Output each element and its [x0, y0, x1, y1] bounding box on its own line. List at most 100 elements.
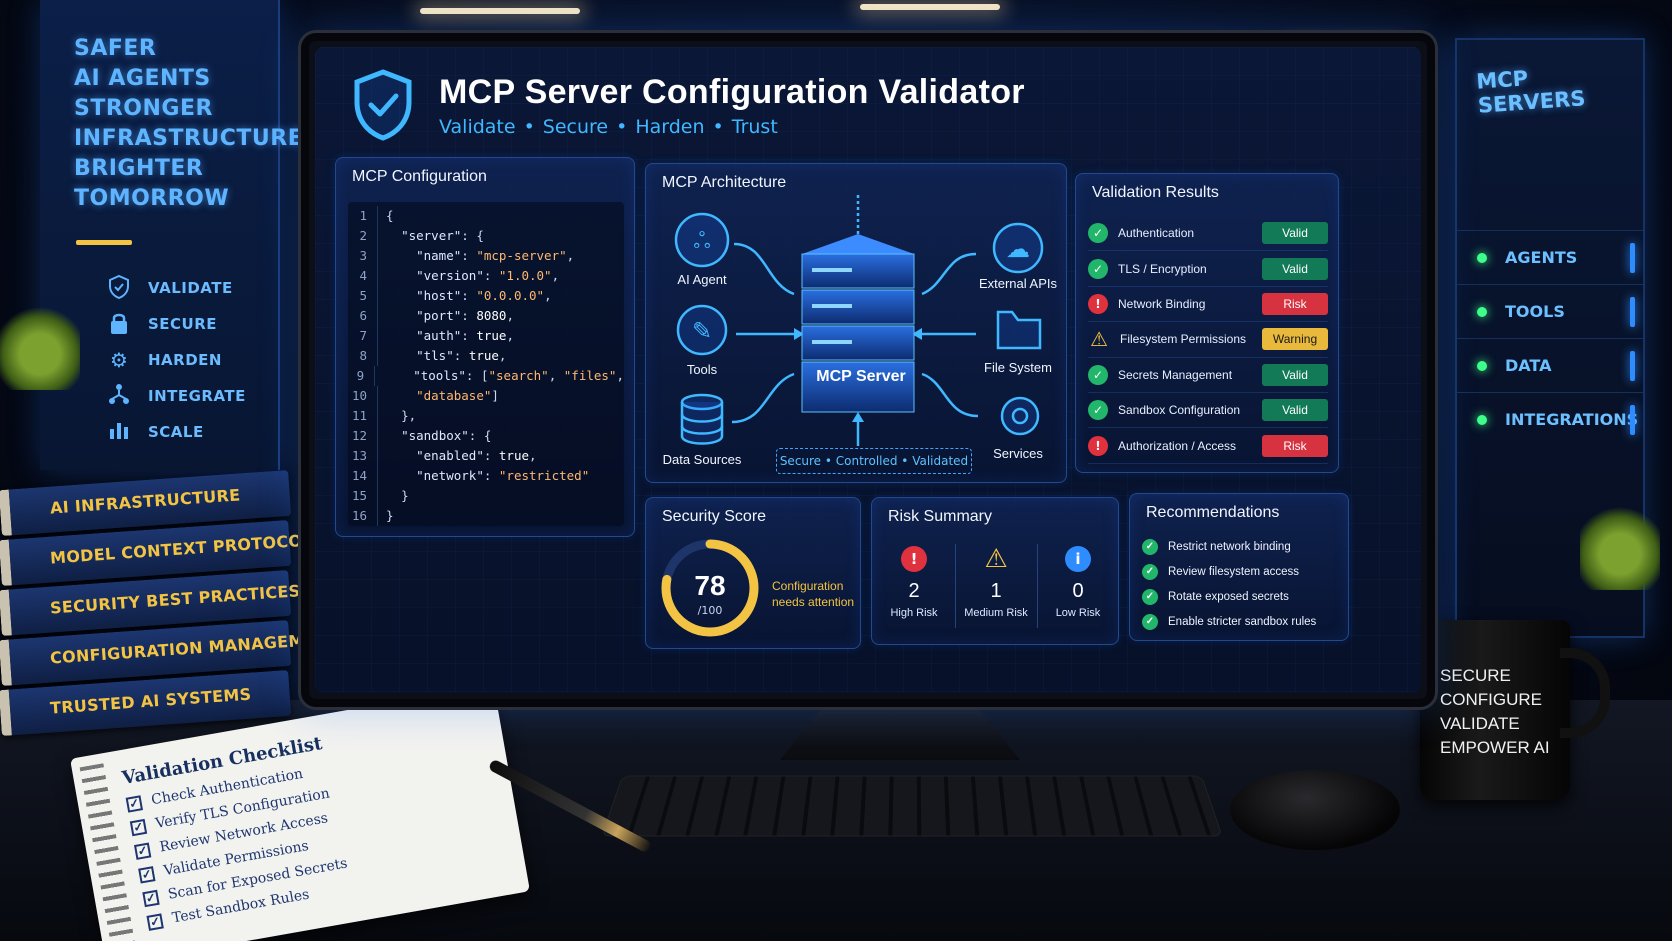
validation-name: Filesystem Permissions	[1120, 332, 1247, 347]
recommendation-item[interactable]: ✓Enable stricter sandbox rules	[1142, 609, 1316, 634]
code-token: "name"	[416, 248, 462, 263]
line-number: 11	[348, 406, 378, 426]
code-line: 1{	[348, 206, 624, 226]
line-number: 14	[348, 466, 378, 486]
code-token: "host"	[416, 288, 462, 303]
status-led	[1477, 306, 1487, 317]
recommendation-label: Rotate exposed secrets	[1168, 590, 1289, 603]
recommendations-list: ✓Restrict network binding✓Review filesys…	[1142, 534, 1316, 634]
recommendation-item[interactable]: ✓ Rotate exposed secrets	[1142, 584, 1316, 609]
shield-check-icon	[354, 69, 412, 141]
code-token: :	[483, 268, 499, 283]
mouse	[1230, 770, 1400, 850]
code-token: "auth"	[416, 328, 462, 343]
code-line: 7 "auth": true,	[348, 326, 624, 346]
line-number: 10	[348, 386, 378, 406]
check-circle-icon: ✓	[1142, 588, 1158, 605]
code-token: "version"	[416, 268, 484, 283]
code-token: "1.0.0"	[498, 268, 552, 283]
coffee-mug: SECURE CONFIGURE VALIDATE EMPOWER AI	[1420, 620, 1610, 800]
checkbox-checked-icon: ✓	[133, 842, 152, 860]
cloud-icon	[992, 222, 1044, 274]
risk-label: Medium Risk	[964, 607, 1028, 619]
status-badge: Valid	[1262, 399, 1328, 422]
config-code-editor[interactable]: 1{2 "server": {3 "name": "mcp-server",4 …	[348, 202, 624, 526]
code-line: 4 "version": "1.0.0",	[348, 266, 624, 286]
app-header: MCP Server Configuration Validator Valid…	[351, 69, 1025, 141]
book-stack: AI INFRASTRUCTURE MODEL CONTEXT PROTOCOL…	[0, 469, 341, 737]
code-token: "port"	[416, 308, 462, 323]
code-indent	[386, 486, 401, 506]
node-tools[interactable]: Tools	[686, 362, 718, 377]
brain-icon	[674, 212, 730, 268]
folder-icon	[996, 310, 1042, 350]
gear-icon	[1000, 396, 1040, 436]
checkbox-checked-icon: ✓	[129, 818, 148, 836]
line-number: 4	[348, 266, 378, 286]
rack-item-label: TOOLS	[1505, 302, 1565, 321]
book-title: AI INFRASTRUCTURE	[49, 485, 241, 518]
code-line: 6 "port": 8080,	[348, 306, 624, 326]
error-circle-icon: !	[1088, 435, 1108, 456]
code-token: :	[461, 248, 477, 263]
code-token: "restricted"	[498, 468, 590, 483]
bar-chart-icon	[106, 419, 132, 445]
banner-item-label: HARDEN	[148, 351, 222, 369]
recommendation-item[interactable]: ✓Restrict network binding	[1142, 534, 1316, 559]
node-mcp-server[interactable]: MCP Server	[816, 368, 906, 385]
arrowhead-caption	[852, 412, 864, 422]
banner-item-label: SCALE	[148, 423, 204, 441]
code-token: ]	[491, 388, 499, 403]
ceiling-light	[420, 8, 580, 14]
rack-title: MCP SERVERS	[1475, 66, 1587, 118]
rack-item-label: DATA	[1505, 356, 1552, 375]
node-data-sources[interactable]: Data Sources	[662, 452, 742, 467]
recommendation-item[interactable]: ✓Review filesystem access	[1142, 559, 1316, 584]
node-services[interactable]: Services	[993, 446, 1043, 461]
code-line: 8 "tls": true,	[348, 346, 624, 366]
gauge-arc	[661, 539, 759, 637]
rack-item-label: AGENTS	[1505, 248, 1578, 267]
code-line: 15 }	[348, 486, 624, 506]
code-token: "tools"	[413, 368, 466, 383]
code-indent	[386, 286, 416, 306]
connector-services	[921, 372, 979, 418]
risk-count: 2	[908, 580, 920, 602]
node-file-system[interactable]: File System	[984, 360, 1052, 375]
code-token: ,	[566, 248, 575, 263]
mug-line: CONFIGURE	[1440, 690, 1542, 709]
node-ai-agent[interactable]: AI Agent	[677, 272, 727, 287]
code-line: 5 "host": "0.0.0.0",	[348, 286, 624, 306]
book-title: TRUSTED AI SYSTEMS	[49, 684, 252, 718]
line-number: 12	[348, 426, 378, 446]
status-led	[1477, 360, 1487, 371]
warning-triangle-icon: ⚠	[1090, 327, 1108, 352]
code-indent	[386, 226, 401, 246]
rack-item-data: DATA	[1457, 338, 1643, 392]
status-badge: Valid	[1262, 363, 1328, 386]
code-indent	[383, 366, 413, 386]
code-token: }	[401, 488, 409, 503]
server-leds	[812, 268, 852, 344]
risk-label: High Risk	[890, 607, 938, 619]
checkbox-checked-icon: ✓	[146, 912, 164, 931]
status-led	[1477, 414, 1487, 425]
code-token: ,	[506, 328, 514, 343]
server-led	[812, 304, 852, 308]
score-note: Configuration needs attention	[772, 579, 855, 609]
subtitle-separator: •	[523, 115, 535, 138]
node-external-apis[interactable]: External APIs	[978, 276, 1058, 291]
mug-line: VALIDATE	[1440, 714, 1520, 733]
